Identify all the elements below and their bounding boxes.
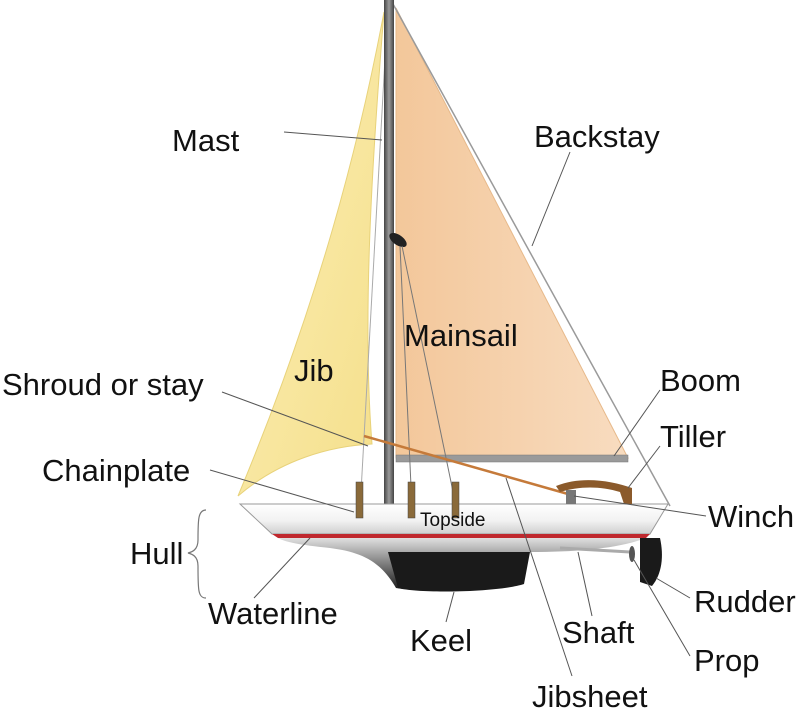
stay-line-2 bbox=[401, 245, 457, 507]
leader-shaft bbox=[577, 551, 593, 617]
boom-spar bbox=[395, 454, 629, 463]
chainplate-2 bbox=[407, 481, 416, 519]
spreader bbox=[389, 232, 407, 248]
label-jib: Jib bbox=[294, 353, 334, 388]
winch-drum bbox=[566, 490, 576, 504]
chainplate-3 bbox=[451, 481, 460, 519]
label-hull: Hull bbox=[130, 536, 183, 571]
keel-fin bbox=[388, 552, 530, 592]
label-waterline: Waterline bbox=[208, 596, 338, 631]
label-boom: Boom bbox=[660, 363, 741, 398]
leader-tiller bbox=[627, 445, 661, 489]
stay-line-1 bbox=[399, 245, 413, 509]
leader-backstay bbox=[531, 151, 571, 247]
jib-sail bbox=[237, 11, 385, 497]
label-jibsheet: Jibsheet bbox=[532, 679, 648, 712]
rudder-blade bbox=[640, 538, 662, 586]
leader-chainplate bbox=[209, 469, 355, 513]
leader-waterline bbox=[253, 537, 311, 599]
leader-boom bbox=[613, 389, 661, 457]
leader-rudder bbox=[655, 577, 691, 599]
leader-mast bbox=[283, 131, 383, 141]
label-chainplate: Chainplate bbox=[42, 453, 190, 488]
label-keel: Keel bbox=[410, 623, 472, 658]
hull-bracket bbox=[187, 509, 207, 599]
waterline-stripe bbox=[272, 534, 650, 538]
mast-pole bbox=[384, 0, 394, 508]
leader-shroud bbox=[221, 391, 369, 447]
label-winch: Winch bbox=[708, 499, 794, 534]
leader-winch bbox=[573, 495, 707, 517]
label-tiller: Tiller bbox=[660, 419, 726, 454]
leader-keel bbox=[445, 591, 455, 623]
label-prop: Prop bbox=[694, 643, 759, 678]
label-topside: Topside bbox=[420, 510, 486, 531]
backstay-line bbox=[392, 3, 671, 507]
label-mainsail: Mainsail bbox=[404, 318, 518, 353]
label-shroud: Shroud or stay bbox=[2, 367, 204, 402]
shroud-line bbox=[359, 39, 387, 511]
tiller-arm bbox=[556, 480, 632, 504]
label-shaft: Shaft bbox=[562, 615, 635, 650]
prop-blade bbox=[629, 546, 635, 562]
leader-prop bbox=[633, 559, 691, 657]
mainsail-sail bbox=[395, 7, 629, 459]
label-rudder: Rudder bbox=[694, 584, 796, 619]
label-mast: Mast bbox=[172, 123, 240, 158]
chainplate-1 bbox=[355, 481, 364, 519]
leader-jibsheet bbox=[505, 477, 573, 677]
shaft-bar bbox=[559, 546, 631, 554]
label-backstay: Backstay bbox=[534, 119, 660, 154]
jibsheet-line bbox=[363, 434, 569, 496]
